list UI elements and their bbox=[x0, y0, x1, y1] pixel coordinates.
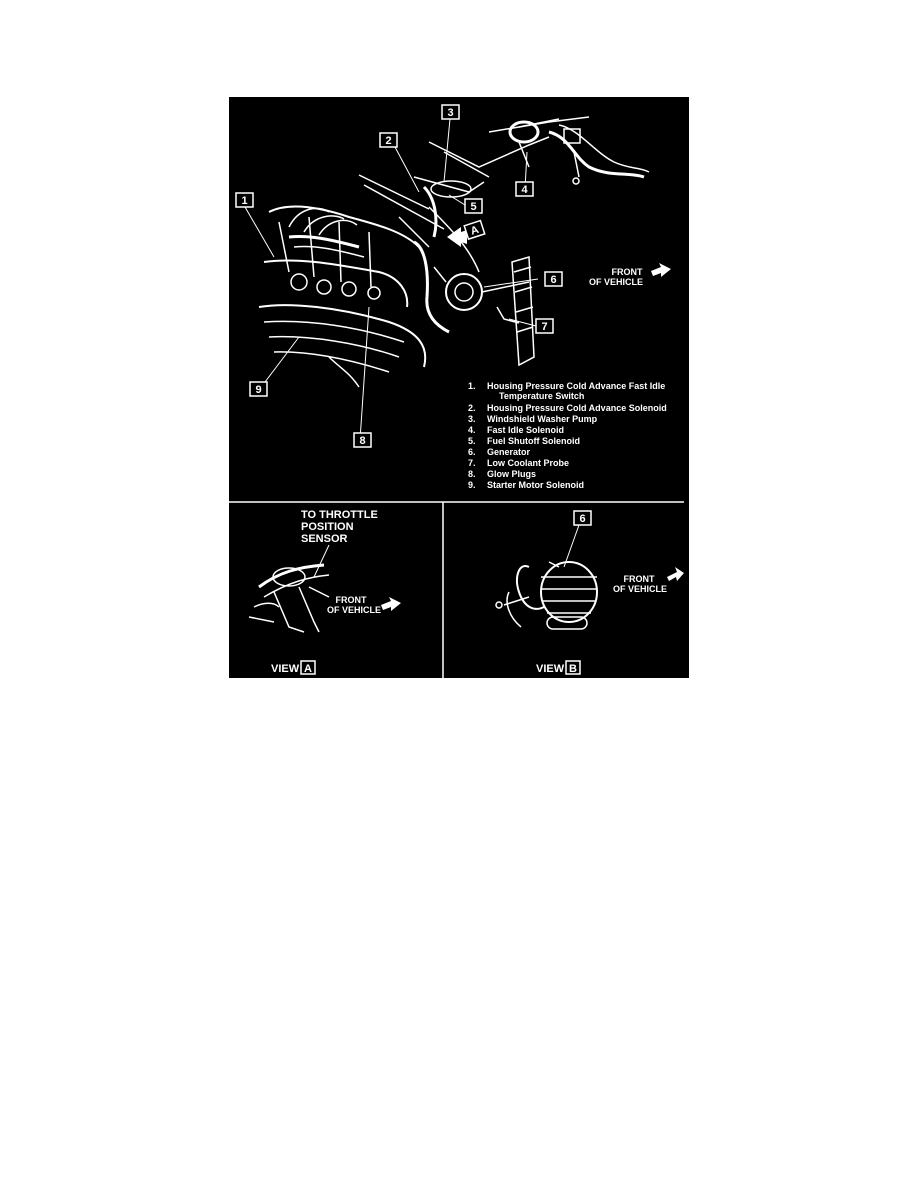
svg-text:Fast Idle Solenoid: Fast Idle Solenoid bbox=[487, 425, 564, 435]
svg-text:OF VEHICLE: OF VEHICLE bbox=[589, 277, 643, 287]
svg-text:Temperature Switch: Temperature Switch bbox=[499, 391, 584, 401]
svg-text:VIEW: VIEW bbox=[536, 663, 565, 675]
svg-text:POSITION: POSITION bbox=[301, 521, 354, 533]
throttle-linkage-illustration bbox=[248, 563, 330, 633]
svg-text:4: 4 bbox=[521, 184, 528, 196]
callout-1: 1 bbox=[235, 192, 254, 208]
callout-8: 8 bbox=[353, 432, 372, 448]
svg-text:6.: 6. bbox=[468, 447, 476, 457]
front-arrow-icon bbox=[651, 263, 671, 277]
svg-text:FRONT: FRONT bbox=[336, 595, 367, 605]
svg-text:TO THROTTLE: TO THROTTLE bbox=[301, 509, 378, 521]
engine-illustration bbox=[258, 116, 650, 388]
svg-text:6: 6 bbox=[550, 274, 556, 286]
svg-text:Glow Plugs: Glow Plugs bbox=[487, 469, 536, 479]
callout-7: 7 bbox=[535, 318, 554, 334]
svg-text:6: 6 bbox=[579, 513, 585, 525]
svg-text:B: B bbox=[569, 663, 577, 675]
parts-legend: 1. Housing Pressure Cold Advance Fast Id… bbox=[468, 381, 667, 490]
callout-6: 6 bbox=[544, 271, 563, 287]
svg-text:5.: 5. bbox=[468, 436, 476, 446]
svg-text:Generator: Generator bbox=[487, 447, 531, 457]
svg-text:3.: 3. bbox=[468, 414, 476, 424]
svg-text:Housing Pressure Cold Advance: Housing Pressure Cold Advance Fast Idle bbox=[487, 381, 665, 391]
view-a-marker: A bbox=[447, 219, 486, 247]
svg-text:VIEW: VIEW bbox=[271, 663, 300, 675]
callout-3: 3 bbox=[441, 104, 460, 120]
diagram-canvas: 1 2 3 4 5 6 7 8 9 A FRONT OF VEHICLE bbox=[229, 104, 684, 678]
svg-text:OF VEHICLE: OF VEHICLE bbox=[613, 584, 667, 594]
svg-text:Starter Motor Solenoid: Starter Motor Solenoid bbox=[487, 480, 584, 490]
view-b-panel: 6 FRONT OF VEHICLE VIEW B bbox=[495, 510, 684, 675]
svg-text:9: 9 bbox=[255, 384, 261, 396]
svg-text:1.: 1. bbox=[468, 381, 476, 391]
svg-text:FRONT: FRONT bbox=[624, 574, 655, 584]
callout-4: 4 bbox=[515, 181, 534, 197]
svg-text:Fuel Shutoff Solenoid: Fuel Shutoff Solenoid bbox=[487, 436, 580, 446]
svg-text:A: A bbox=[304, 663, 312, 675]
svg-text:8.: 8. bbox=[468, 469, 476, 479]
front-arrow-icon bbox=[667, 567, 684, 581]
svg-text:1: 1 bbox=[241, 195, 247, 207]
front-arrow-icon bbox=[381, 597, 401, 611]
leader-lines bbox=[244, 118, 539, 441]
callout-5: 5 bbox=[464, 198, 483, 214]
svg-text:8: 8 bbox=[359, 435, 365, 447]
generator-illustration bbox=[495, 561, 598, 630]
svg-text:7: 7 bbox=[541, 321, 547, 333]
svg-text:2: 2 bbox=[385, 135, 391, 147]
svg-text:Low Coolant Probe: Low Coolant Probe bbox=[487, 458, 569, 468]
svg-text:Windshield Washer Pump: Windshield Washer Pump bbox=[487, 414, 598, 424]
svg-text:7.: 7. bbox=[468, 458, 476, 468]
svg-text:3: 3 bbox=[447, 107, 453, 119]
engine-diagram-figure: 1 2 3 4 5 6 7 8 9 A FRONT OF VEHICLE bbox=[229, 97, 689, 678]
svg-text:Housing Pressure Cold Advance: Housing Pressure Cold Advance Solenoid bbox=[487, 403, 667, 413]
svg-text:FRONT: FRONT bbox=[612, 267, 643, 277]
view-a-panel: TO THROTTLE POSITION SENSOR FRONT OF VEH… bbox=[248, 509, 401, 675]
svg-text:SENSOR: SENSOR bbox=[301, 533, 348, 545]
callout-9: 9 bbox=[249, 381, 268, 397]
svg-text:5: 5 bbox=[470, 201, 476, 213]
svg-text:OF VEHICLE: OF VEHICLE bbox=[327, 605, 381, 615]
svg-text:9.: 9. bbox=[468, 480, 476, 490]
svg-text:A: A bbox=[469, 224, 480, 238]
svg-text:2.: 2. bbox=[468, 403, 476, 413]
front-of-vehicle-label: FRONT OF VEHICLE bbox=[589, 263, 671, 287]
callout-2: 2 bbox=[379, 132, 398, 148]
svg-text:4.: 4. bbox=[468, 425, 476, 435]
